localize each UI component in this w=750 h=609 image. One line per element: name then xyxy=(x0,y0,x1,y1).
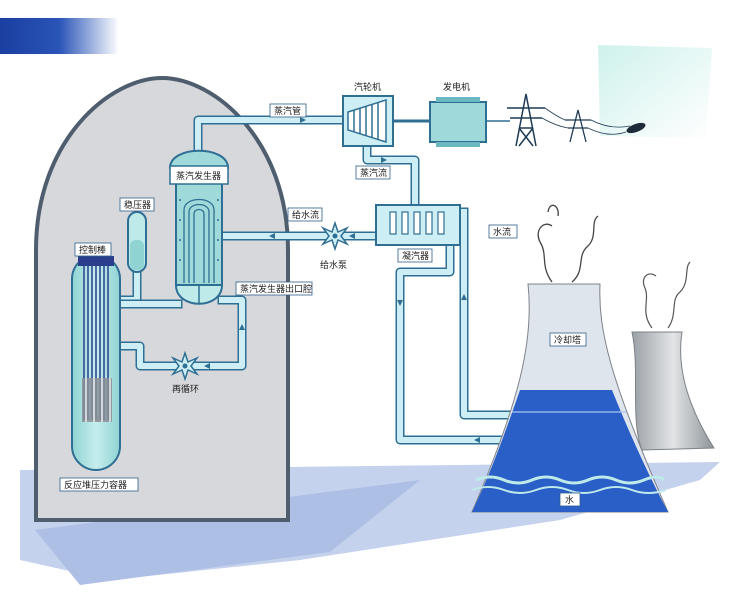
power-pylon-large xyxy=(507,93,545,147)
sky-patch xyxy=(598,45,712,138)
sg-outlet-label: 蒸汽发生器出口腔 xyxy=(240,283,312,295)
reactor-vessel xyxy=(71,254,121,471)
turbine xyxy=(342,95,430,147)
cooling-tower-background xyxy=(631,261,715,451)
control-rods-label: 控制棒 xyxy=(79,244,106,256)
water-flow-label: 水流 xyxy=(493,226,511,238)
steam-generator-label: 蒸汽发生器 xyxy=(176,170,221,182)
feedwater-flow-label: 给水流 xyxy=(292,209,319,221)
flow-arrows xyxy=(204,117,480,443)
cooling-tower xyxy=(471,204,669,513)
condenser xyxy=(375,204,461,246)
pressurizer-label: 稳压器 xyxy=(124,199,151,211)
power-pylon-small xyxy=(565,109,591,143)
feedwater-pump xyxy=(320,220,350,252)
steam-flow-label: 蒸汽流 xyxy=(360,167,387,179)
power-lines xyxy=(541,107,631,135)
turbine-label: 汽轮机 xyxy=(354,81,381,93)
recirculation-label: 再循环 xyxy=(172,383,199,395)
steam-generator xyxy=(168,149,230,305)
power-line-end-icon xyxy=(626,122,646,134)
pressurizer xyxy=(127,211,147,273)
feedwater-pump-label: 给水泵 xyxy=(320,259,347,271)
steam-pipe-label: 蒸汽管 xyxy=(274,105,301,117)
condenser-label: 凝汽器 xyxy=(402,250,429,262)
reactor-vessel-label: 反应堆压力容器 xyxy=(64,479,127,491)
header-banner xyxy=(0,18,170,54)
water-label: 水 xyxy=(565,494,574,506)
cooling-tower-label: 冷却塔 xyxy=(554,334,581,346)
ground-shadow-front xyxy=(35,480,420,585)
generator-label: 发电机 xyxy=(443,81,470,93)
generator xyxy=(429,97,510,147)
recirculation-pump xyxy=(170,350,200,382)
